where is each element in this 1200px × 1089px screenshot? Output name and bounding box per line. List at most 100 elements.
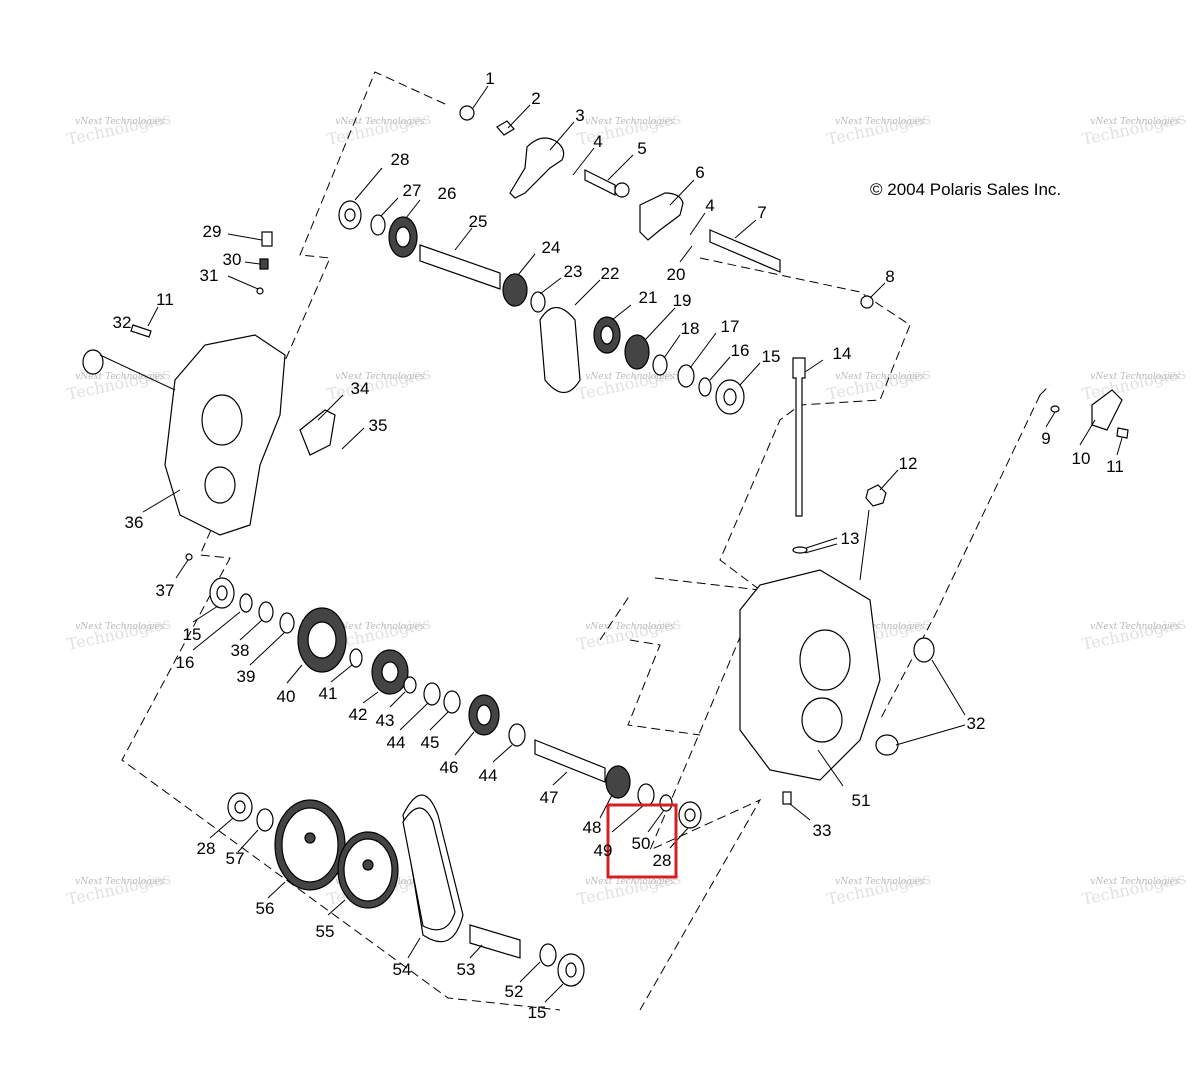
part-14-dipstick bbox=[792, 357, 806, 517]
part-32-seal-lower bbox=[875, 734, 899, 756]
part-19-gear bbox=[624, 334, 650, 370]
callout-54: 54 bbox=[393, 960, 412, 979]
callout-8: 8 bbox=[885, 267, 894, 286]
part-8-nut bbox=[860, 295, 874, 309]
watermark-small: vNext Technologies bbox=[585, 877, 675, 887]
callout-18: 18 bbox=[681, 319, 700, 338]
part-7-shaft bbox=[709, 229, 781, 273]
part-32-seal-upper bbox=[913, 637, 935, 663]
callout-47: 47 bbox=[540, 788, 559, 807]
watermark-large: Technologies bbox=[325, 363, 433, 404]
part-17-ring bbox=[677, 364, 695, 388]
watermark-small: vNext Technologies bbox=[585, 372, 675, 382]
watermark-small: vNext Technologies bbox=[1090, 877, 1180, 887]
part-38-ring bbox=[258, 601, 274, 623]
watermark-small: vNext Technologies bbox=[75, 372, 165, 382]
part-11-pin bbox=[130, 324, 152, 338]
part-22-chain bbox=[539, 306, 581, 394]
callout-33: 33 bbox=[813, 821, 832, 840]
callout-15-lower: 15 bbox=[183, 625, 202, 644]
watermark-small: vNext Technologies bbox=[835, 117, 925, 127]
part-31-ball bbox=[256, 287, 264, 295]
callout-40: 40 bbox=[277, 687, 296, 706]
callout-35: 35 bbox=[369, 416, 388, 435]
callout-43: 43 bbox=[376, 711, 395, 730]
watermark-large: Technologies bbox=[575, 868, 683, 909]
callout-44: 44 bbox=[387, 733, 406, 752]
watermark-small: vNext Technologies bbox=[835, 622, 925, 632]
callout-14: 14 bbox=[833, 344, 852, 363]
watermark-large: Technologies bbox=[1080, 108, 1188, 149]
part-2-clip bbox=[496, 120, 515, 136]
copyright-notice: © 2004 Polaris Sales Inc. bbox=[870, 180, 1061, 199]
callout-52: 52 bbox=[505, 982, 524, 1001]
watermark-large: Technologies bbox=[575, 613, 683, 654]
callout-12: 12 bbox=[899, 454, 918, 473]
part-12-nut bbox=[865, 484, 887, 507]
callout-44-b: 44 bbox=[479, 766, 498, 785]
callout-7: 7 bbox=[757, 203, 766, 222]
callout-26: 26 bbox=[438, 184, 457, 203]
callout-49: 49 bbox=[594, 841, 613, 860]
part-10-cover bbox=[1091, 389, 1123, 431]
callout-10: 10 bbox=[1072, 449, 1091, 468]
watermark-large: Technologies bbox=[825, 108, 933, 149]
watermark-large: Technologies bbox=[65, 868, 173, 909]
callout-28-lower: 28 bbox=[653, 851, 672, 870]
watermark-small: vNext Technologies bbox=[75, 117, 165, 127]
watermark-large: Technologies bbox=[65, 613, 173, 654]
assembly-dashed-outlines bbox=[121, 71, 1051, 1011]
callout-9: 9 bbox=[1041, 429, 1050, 448]
part-29-plug bbox=[261, 231, 273, 247]
callout-11-right: 11 bbox=[1106, 457, 1124, 476]
watermark-small: vNext Technologies bbox=[585, 622, 675, 632]
callout-13: 13 bbox=[841, 529, 860, 548]
callout-56: 56 bbox=[256, 899, 275, 918]
part-41-ring bbox=[349, 648, 363, 668]
callout-4: 4 bbox=[593, 132, 602, 151]
callout-32-right: 32 bbox=[967, 714, 986, 733]
callout-1: 1 bbox=[485, 69, 494, 88]
lower-shaft-parts bbox=[209, 577, 702, 987]
part-44-ring-a bbox=[423, 682, 441, 706]
part-9-pin bbox=[1050, 405, 1060, 413]
watermark-small: vNext Technologies bbox=[335, 622, 425, 632]
part-23-ring bbox=[530, 291, 546, 313]
callout-57: 57 bbox=[226, 849, 245, 868]
callout-15-bottom: 15 bbox=[528, 1003, 547, 1022]
callout-27: 27 bbox=[403, 181, 422, 200]
callout-28: 28 bbox=[391, 150, 410, 169]
highlight-box bbox=[606, 803, 678, 879]
watermark-large: Technologies bbox=[65, 363, 173, 404]
callout-17: 17 bbox=[721, 317, 740, 336]
part-37-screw bbox=[185, 553, 193, 561]
part-16-ring-lower bbox=[239, 593, 253, 613]
watermark-small: vNext Technologies bbox=[1090, 117, 1180, 127]
callout-19: 19 bbox=[673, 291, 692, 310]
part-1-bolt bbox=[459, 105, 475, 121]
watermark-small: vNext Technologies bbox=[585, 117, 675, 127]
part-33-bolt bbox=[782, 791, 792, 805]
part-43-ring bbox=[403, 676, 417, 694]
part-25-shaft bbox=[419, 244, 501, 290]
watermark-large: Technologies bbox=[1080, 868, 1188, 909]
callout-3: 3 bbox=[575, 106, 584, 125]
callout-6: 6 bbox=[695, 163, 704, 182]
callout-16: 16 bbox=[731, 341, 750, 360]
watermark-large: Technologies bbox=[65, 108, 173, 149]
callout-25: 25 bbox=[469, 212, 488, 231]
part-39-ring bbox=[279, 612, 295, 634]
callout-50: 50 bbox=[632, 834, 651, 853]
callout-37: 37 bbox=[156, 581, 175, 600]
watermark-large: Technologies bbox=[575, 108, 683, 149]
callout-48: 48 bbox=[583, 818, 602, 837]
callout-31: 31 bbox=[200, 266, 219, 285]
watermark-small: vNext Technologies bbox=[835, 877, 925, 887]
part-47-shaft bbox=[534, 739, 606, 783]
callout-30: 30 bbox=[223, 250, 242, 269]
watermark-large: Technologies bbox=[1080, 363, 1188, 404]
callout-2: 2 bbox=[531, 89, 540, 108]
part-48-gear bbox=[605, 765, 631, 799]
callout-5: 5 bbox=[637, 139, 646, 158]
